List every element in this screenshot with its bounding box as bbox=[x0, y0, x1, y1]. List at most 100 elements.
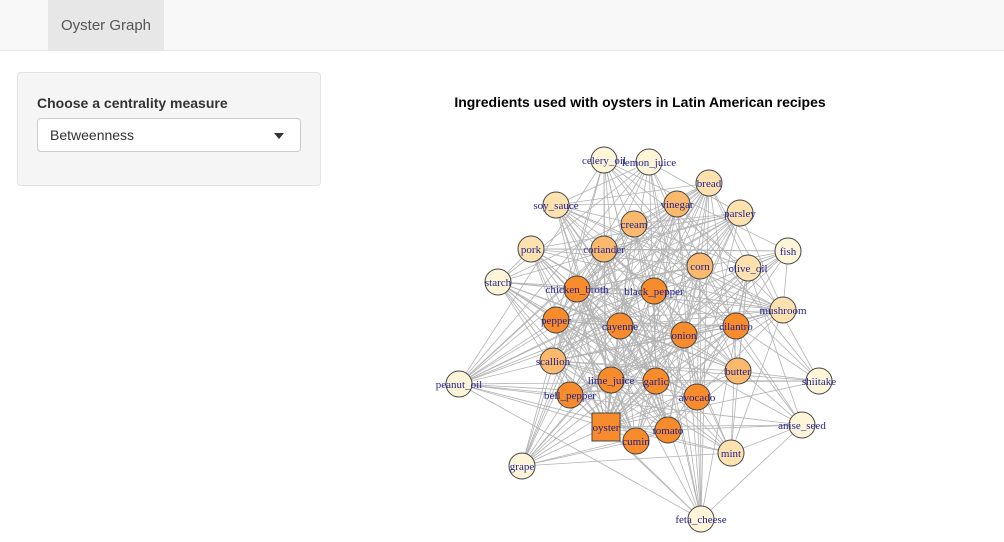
graph-edge bbox=[603, 159, 701, 267]
graph-edge bbox=[696, 267, 749, 398]
graph-edge bbox=[552, 325, 737, 362]
graph-edge bbox=[552, 360, 820, 382]
node-label: oyster bbox=[593, 422, 620, 434]
node-cream: cream bbox=[620, 210, 648, 238]
graph-edge bbox=[605, 380, 820, 428]
node-label: soy_sauce bbox=[533, 200, 578, 212]
graph-edge bbox=[555, 319, 612, 381]
tab-oyster-graph[interactable]: Oyster Graph bbox=[48, 0, 164, 51]
node-marker bbox=[620, 210, 648, 238]
chevron-down-icon[interactable] bbox=[274, 133, 284, 139]
graph-edge bbox=[555, 182, 710, 206]
graph-edge bbox=[555, 204, 607, 428]
node-anise-seed: anise_seed bbox=[778, 411, 826, 439]
node-label: shiitake bbox=[802, 376, 836, 388]
graph-edge bbox=[555, 290, 655, 321]
node-pork: pork bbox=[517, 235, 545, 263]
node-label: olive_oil bbox=[728, 263, 767, 275]
graph-edge bbox=[605, 424, 803, 428]
node-fish: fish bbox=[774, 237, 802, 265]
graph-edge bbox=[633, 212, 741, 225]
node-label: bell_pepper bbox=[544, 390, 596, 402]
graph-edge bbox=[747, 267, 803, 426]
node-cumin: cumin bbox=[622, 427, 650, 455]
graph-edge bbox=[635, 325, 737, 442]
node-label: celery_oil bbox=[582, 155, 626, 167]
graph-edge bbox=[458, 325, 621, 385]
graph-edge bbox=[619, 325, 739, 372]
node-vinegar: vinegar bbox=[661, 190, 694, 218]
graph-edges bbox=[458, 159, 820, 520]
node-marker bbox=[654, 416, 682, 444]
graph-edge bbox=[555, 161, 650, 206]
graph-edge bbox=[648, 161, 741, 214]
node-label: cilantro bbox=[719, 321, 753, 333]
node-marker bbox=[717, 439, 745, 467]
node-corn: corn bbox=[686, 252, 714, 280]
node-avocado: avocado bbox=[679, 383, 716, 411]
node-parsley: parsley bbox=[724, 199, 756, 227]
graph-edge bbox=[497, 281, 784, 311]
node-marker bbox=[805, 367, 833, 395]
node-label: cumin bbox=[622, 436, 650, 448]
graph-edge bbox=[521, 334, 685, 467]
node-marker bbox=[590, 235, 618, 263]
node-label: fish bbox=[780, 246, 797, 258]
graph-edge bbox=[653, 290, 784, 311]
graph-edge bbox=[555, 204, 698, 398]
node-olive-oil: olive_oil bbox=[728, 254, 768, 282]
centrality-select[interactable]: Betweenness bbox=[37, 118, 301, 152]
graph-edge bbox=[555, 203, 678, 206]
node-marker bbox=[769, 296, 797, 324]
graph-edge bbox=[458, 380, 820, 385]
graph-edge bbox=[458, 290, 655, 385]
node-label: lime_juice bbox=[588, 375, 635, 387]
node-butter: butter bbox=[724, 357, 752, 385]
graph-edge bbox=[708, 182, 749, 269]
graph-edge bbox=[696, 396, 702, 520]
graph-edge bbox=[458, 159, 605, 385]
graph-edge bbox=[676, 203, 820, 382]
graph-edge bbox=[730, 325, 737, 454]
graph-edge bbox=[555, 309, 784, 321]
graph-edge bbox=[605, 265, 701, 428]
navbar: Oyster Graph bbox=[0, 0, 1004, 51]
graph-edge bbox=[552, 360, 739, 372]
graph-edge bbox=[555, 212, 741, 321]
node-marker bbox=[642, 367, 670, 395]
graph-edge bbox=[699, 182, 710, 267]
node-label: cream bbox=[621, 219, 648, 231]
graph-edge bbox=[699, 265, 784, 311]
graph-edge bbox=[619, 203, 678, 327]
node-cayenne: cayenne bbox=[602, 312, 638, 340]
sidebar-panel: Choose a centrality measure Betweenness bbox=[17, 72, 321, 186]
graph-edge bbox=[555, 319, 607, 428]
graph-edge bbox=[555, 319, 637, 442]
graph-edge bbox=[699, 265, 820, 382]
node-bell-pepper: bell_pepper bbox=[544, 381, 596, 409]
node-marker bbox=[635, 148, 663, 176]
node-label: onion bbox=[671, 330, 697, 342]
node-marker bbox=[556, 381, 584, 409]
graph-edge bbox=[605, 325, 737, 428]
node-label: mint bbox=[721, 448, 741, 460]
graph-edge bbox=[569, 325, 737, 396]
graph-edge bbox=[521, 452, 732, 467]
graph-edge bbox=[696, 212, 741, 398]
node-black-pepper: black_pepper bbox=[624, 277, 684, 305]
graph-edge bbox=[521, 223, 635, 467]
graph-edge bbox=[576, 265, 701, 290]
node-grape: grape bbox=[508, 452, 536, 480]
graph-edge bbox=[603, 248, 789, 252]
centrality-select-value: Betweenness bbox=[50, 127, 135, 143]
node-label: parsley bbox=[724, 208, 756, 220]
graph-edge bbox=[530, 248, 669, 431]
graph-edge bbox=[555, 204, 820, 382]
node-cilantro: cilantro bbox=[719, 312, 753, 340]
graph-edge bbox=[555, 319, 737, 327]
node-scallion: scallion bbox=[536, 347, 571, 375]
node-marker bbox=[517, 235, 545, 263]
node-marker bbox=[606, 312, 634, 340]
